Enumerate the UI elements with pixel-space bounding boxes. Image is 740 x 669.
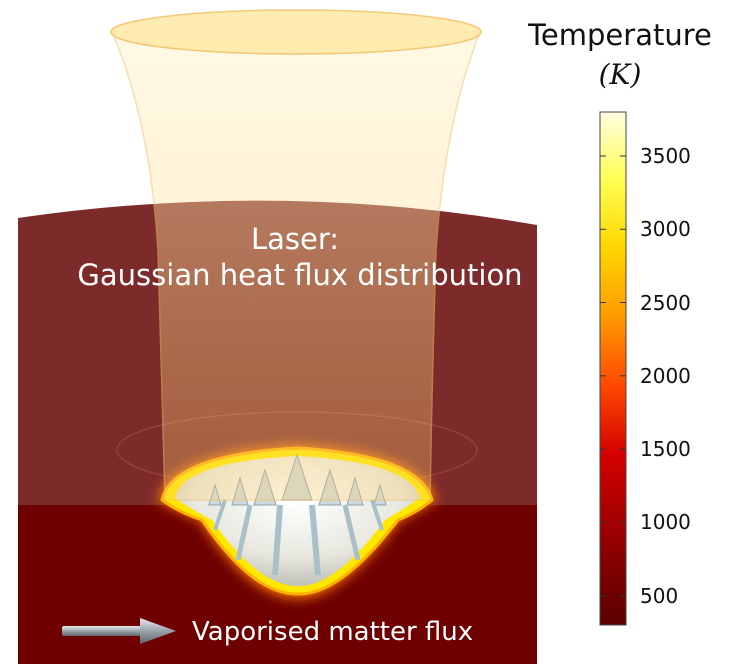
colorbar-tick-label: 500 bbox=[640, 583, 679, 608]
colorbar-tick-label: 3000 bbox=[640, 217, 691, 242]
laser-beam-top bbox=[110, 9, 482, 55]
colorbar-tick-label: 2000 bbox=[640, 363, 691, 388]
arrow-icon bbox=[62, 618, 176, 644]
colorbar-tick-label: 3500 bbox=[640, 143, 691, 168]
colorbar-gradient bbox=[599, 111, 627, 626]
laser-title: Laser: bbox=[250, 222, 340, 256]
colorbar-tick-label: 1500 bbox=[640, 437, 691, 462]
laser-subtitle: Gaussian heat flux distribution bbox=[77, 258, 523, 292]
colorbar-ticks bbox=[600, 155, 626, 597]
laser-beam bbox=[110, 31, 482, 501]
colorbar-tick-label: 2500 bbox=[640, 290, 691, 315]
colorbar-title: Temperature bbox=[528, 18, 712, 52]
vapor-flux-label: Vaporised matter flux bbox=[192, 617, 474, 647]
colorbar-unit: (K) bbox=[598, 58, 642, 91]
colorbar-tick-label: 1000 bbox=[640, 510, 691, 535]
